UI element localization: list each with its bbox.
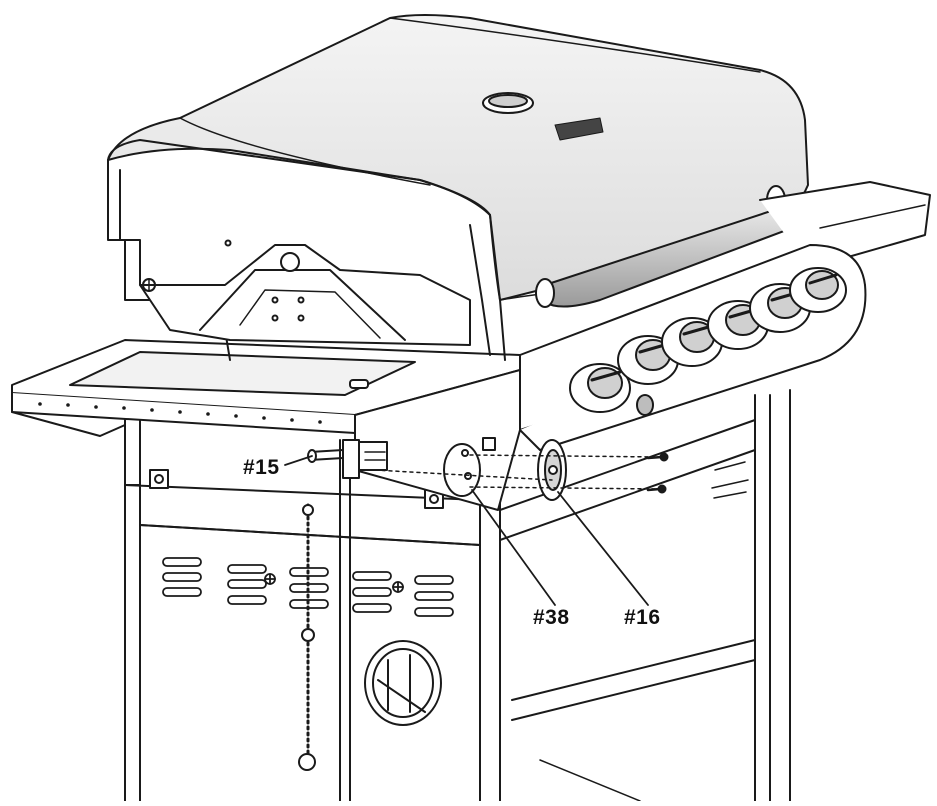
knob-6 bbox=[789, 267, 847, 313]
leader-38 bbox=[471, 489, 556, 606]
leader-lines bbox=[284, 455, 649, 606]
burner-knobs bbox=[569, 267, 847, 416]
side-bracket-38 bbox=[354, 369, 521, 511]
cabinet-door bbox=[124, 469, 481, 546]
ignitor-bezel-16 bbox=[537, 439, 567, 501]
cart-frame bbox=[124, 389, 791, 802]
tank-opening bbox=[364, 640, 442, 726]
knob-1 bbox=[569, 363, 631, 413]
assembly-guides bbox=[374, 454, 661, 490]
hinge-bracket-15 bbox=[307, 439, 388, 479]
igniter-chain bbox=[298, 503, 316, 771]
firebox-interior bbox=[139, 239, 471, 346]
callout-part-15: #15 bbox=[243, 456, 280, 479]
leader-15 bbox=[284, 455, 313, 466]
callout-part-16: #16 bbox=[624, 606, 661, 629]
leader-16 bbox=[557, 491, 649, 606]
callout-part-38: #38 bbox=[533, 606, 570, 629]
grill-lid bbox=[107, 14, 809, 361]
